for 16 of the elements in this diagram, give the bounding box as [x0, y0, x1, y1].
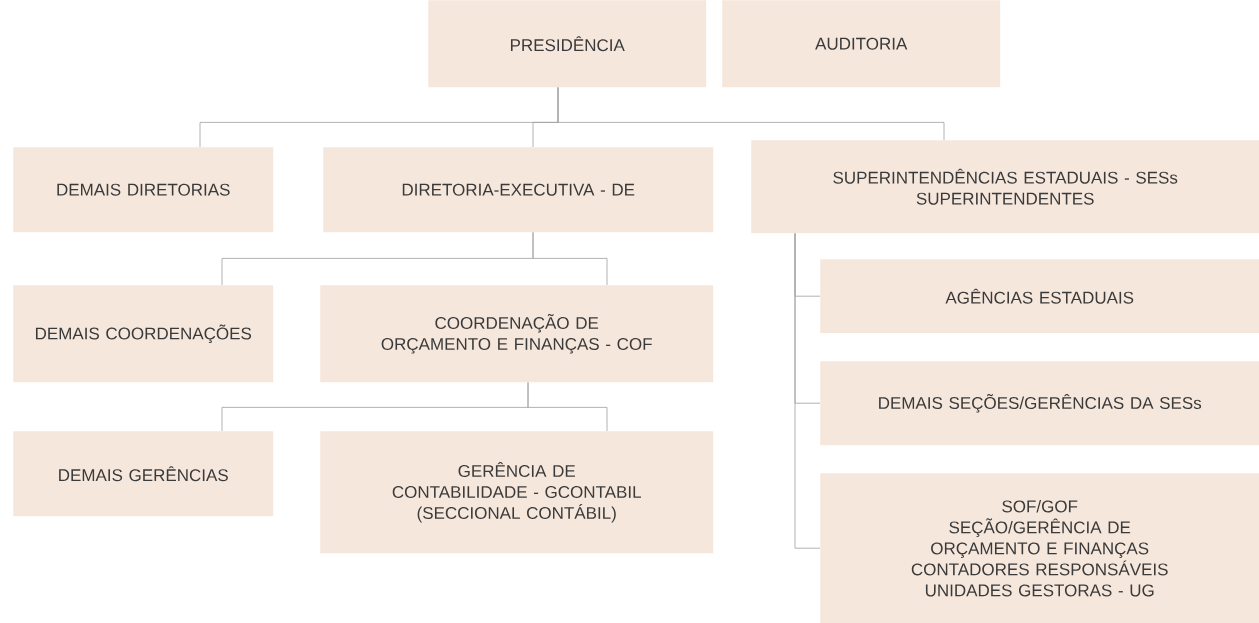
org-box: DIRETORIA-EXECUTIVA - DE — [323, 147, 714, 233]
org-box: COORDENAÇÃO DE ORÇAMENTO E FINANÇAS - COF — [320, 285, 714, 383]
org-box: GERÊNCIA DE CONTABILIDADE - GCONTABIL (SECCIONAL CONTÁBIL) — [320, 431, 714, 554]
connector-line — [557, 87, 945, 141]
org-box: DEMAIS COORDENAÇÕES — [13, 285, 274, 383]
org-box: DEMAIS GERÊNCIAS — [13, 431, 274, 517]
org-box: AUDITORIA — [722, 0, 1001, 88]
org-box: DEMAIS DIRETORIAS — [13, 147, 274, 233]
connector-line — [794, 233, 821, 549]
org-box: PRESIDÊNCIA — [428, 0, 707, 88]
connector-line — [527, 382, 608, 432]
org-box: DEMAIS SEÇÕES/GERÊNCIAS DA SESs — [820, 361, 1259, 446]
org-box: SUPERINTENDÊNCIAS ESTADUAIS - SESs SUPERINTENDENTES — [751, 140, 1259, 234]
connector-line — [532, 232, 608, 286]
org-box: SOF/GOF SEÇÃO/GERÊNCIA DE ORÇAMENTO E FINANÇAS CONTADORES RESPONSÁVEIS UNIDADES GESTORAS - UG — [820, 473, 1259, 623]
org-box: AGÊNCIAS ESTADUAIS — [820, 259, 1259, 334]
